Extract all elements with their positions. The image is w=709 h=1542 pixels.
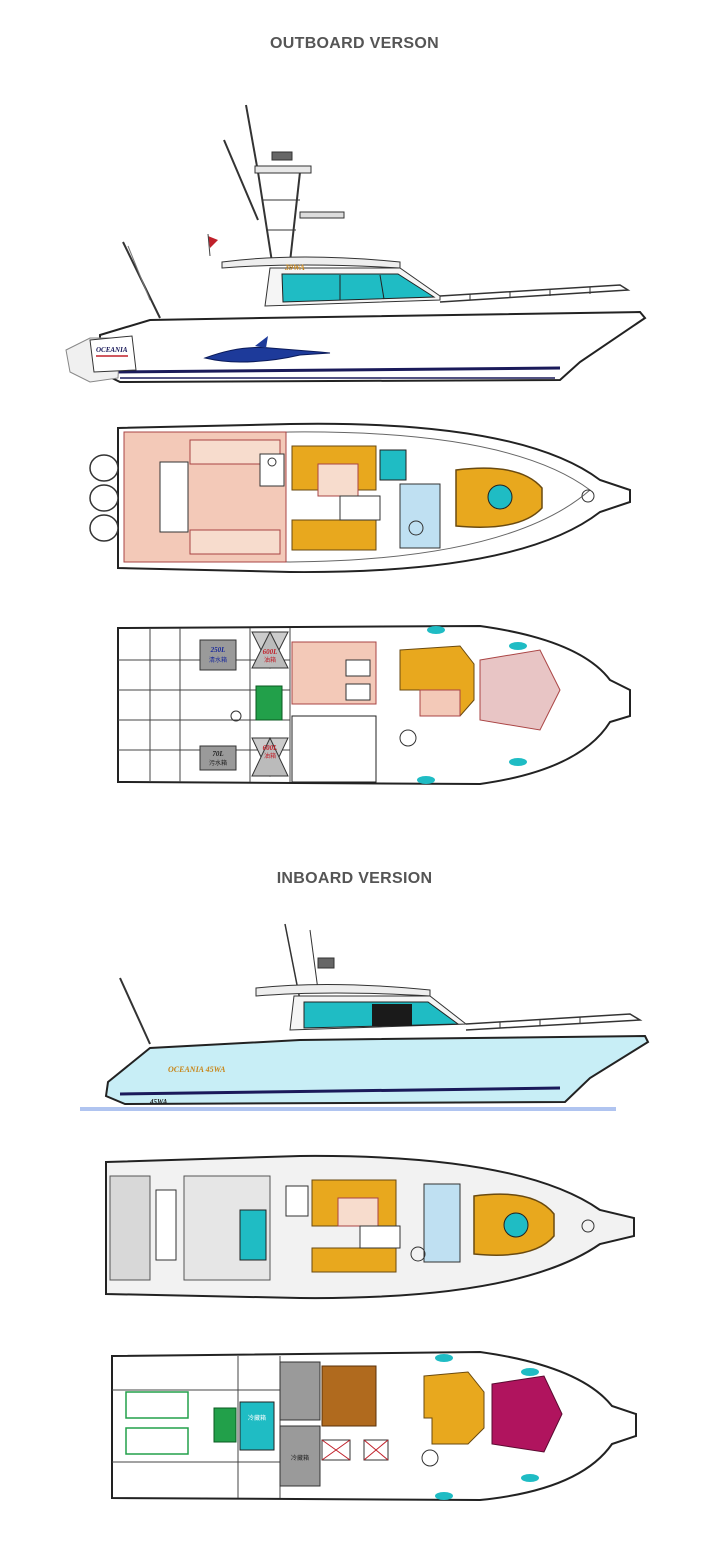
- fuel-tank-b-sub: 油箱: [264, 752, 276, 760]
- inboard-deck-plan: [105, 1154, 635, 1300]
- water-tank: [199, 639, 237, 671]
- water-tank-sub: 清水箱: [209, 656, 227, 664]
- brand-name: OCEANIA: [96, 346, 128, 354]
- hold-a-label: 冷藏箱: [248, 1414, 266, 1422]
- fuel-tank-b-label: 600L: [263, 744, 278, 752]
- flag-icon: [208, 236, 218, 248]
- outboard-deck-plan: [89, 422, 631, 574]
- outboard-side-profile: 39WA OCEANIA: [65, 104, 647, 384]
- outboard-title: OUTBOARD VERSON: [270, 35, 439, 52]
- marlin-logo-icon: [203, 346, 331, 363]
- outboard-lower-deck: 250L 清水箱 70L 污水箱 600L 油箱 600L 油箱: [117, 624, 631, 786]
- inboard-title: INBOARD VERSION: [276, 870, 433, 887]
- water-tank-label: 250L: [210, 646, 226, 654]
- waste-tank-label: 70L: [212, 750, 223, 758]
- hull-name: OCEANIA 45WA: [168, 1065, 226, 1074]
- hull-mark: 45WA: [149, 1098, 168, 1106]
- inboard-lower-deck: 冷藏箱 冷藏箱: [111, 1350, 637, 1502]
- fuel-tank-a-label: 600L: [263, 648, 278, 656]
- hull-badge: 39WA: [284, 263, 306, 272]
- inboard-side-profile: OCEANIA 45WA 45WA: [80, 923, 650, 1111]
- hold-b-label: 冷藏箱: [291, 1454, 309, 1462]
- waste-tank-sub: 污水箱: [209, 759, 227, 767]
- waste-tank: [199, 745, 237, 771]
- fuel-tank-a-sub: 油箱: [264, 656, 276, 664]
